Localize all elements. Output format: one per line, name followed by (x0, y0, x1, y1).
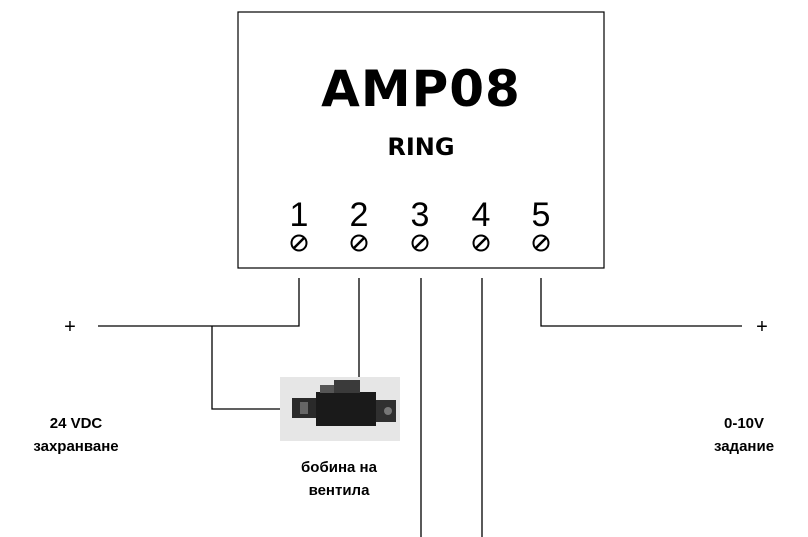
right-plus-sign: + (756, 316, 768, 338)
amplifier-box (237, 11, 605, 269)
wires (98, 278, 742, 537)
input-label-line1: 0-10V (724, 415, 764, 432)
valve-coil-image (280, 377, 400, 441)
valve-label-line1: бобина на (301, 459, 378, 476)
brand-label: RING (387, 133, 454, 161)
terminal-screw-1 (290, 234, 308, 252)
terminal-number-3: 3 (411, 196, 430, 234)
terminal-screw-5 (532, 234, 550, 252)
model-title: AMP08 (321, 60, 521, 118)
terminal-number-1: 1 (290, 196, 309, 234)
wire-terminal-5 (540, 278, 742, 327)
terminal-number-4: 4 (472, 196, 491, 234)
terminal-number-2: 2 (350, 196, 369, 234)
supply-label-line1: 24 VDC (50, 415, 103, 432)
terminal-screw-3 (411, 234, 429, 252)
input-label-line2: задание (714, 438, 774, 455)
left-plus-sign: + (64, 316, 76, 338)
terminal-screw-2 (350, 234, 368, 252)
wire-terminal-2 (340, 278, 360, 379)
wire-terminal-1 (98, 278, 300, 327)
valve-label-line2: вентила (309, 482, 371, 499)
terminal-number-5: 5 (532, 196, 551, 234)
wire-supply-to-coil (211, 326, 280, 410)
terminal-screw-4 (472, 234, 490, 252)
supply-label-line2: захранване (33, 438, 118, 455)
